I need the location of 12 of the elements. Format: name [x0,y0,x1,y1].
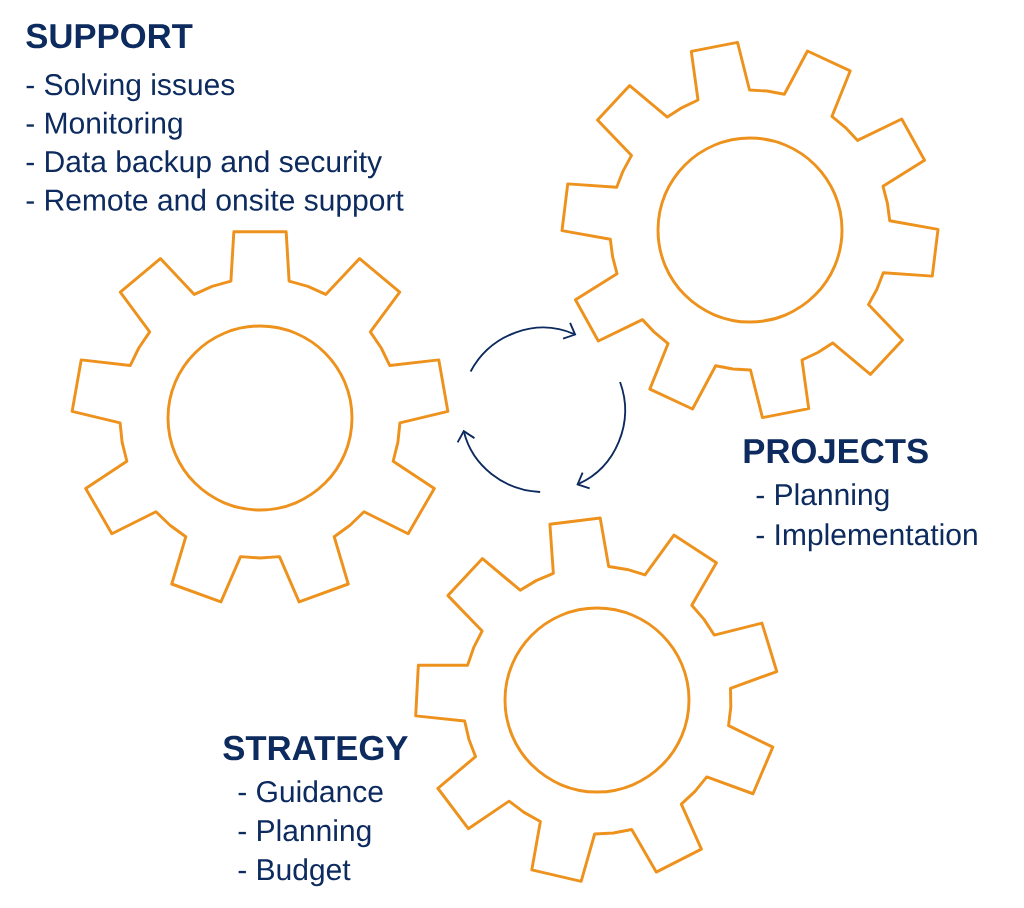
list-item: - Planning [238,819,371,848]
heading-text: PROJECTS [744,438,928,464]
heading-text: SUPPORT [26,23,193,49]
list-item: - Planning [756,483,889,512]
list-item: - Data backup and security [26,150,382,179]
list-item: - Guidance [238,780,383,803]
list-item: - Budget [238,858,351,887]
list-item: - Solving issues [26,73,235,102]
heading-text: STRATEGY [223,735,408,761]
list-item: - Monitoring [26,111,182,140]
list-item: - Remote and onsite support [26,188,404,217]
list-item: - Implementation [756,523,977,552]
